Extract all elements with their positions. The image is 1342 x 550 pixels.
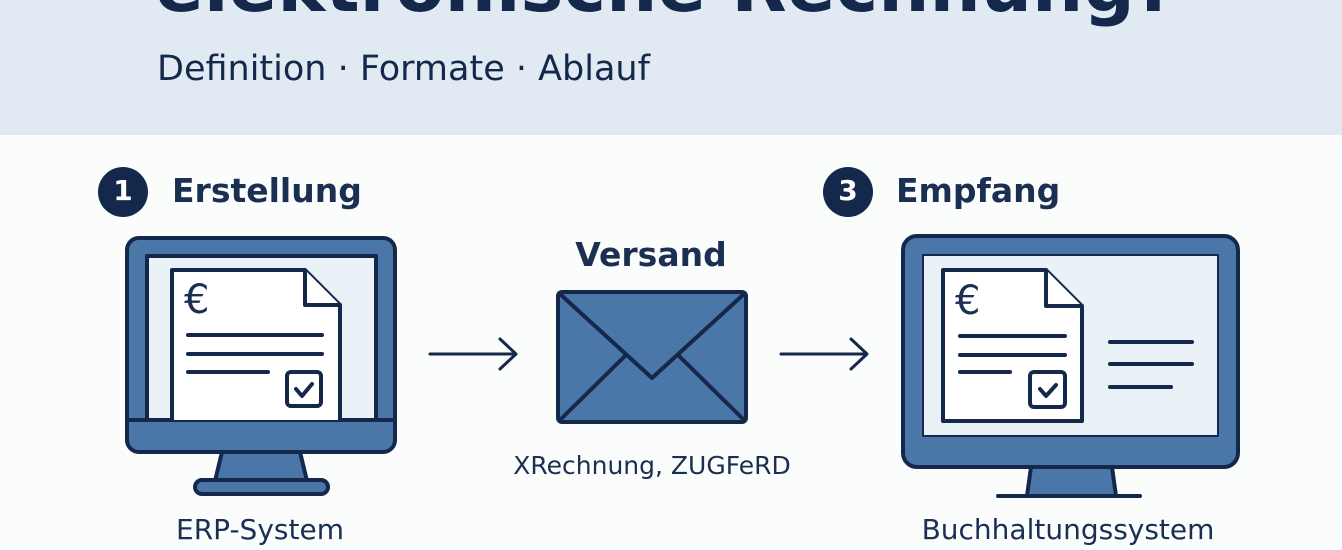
step-1-badge <box>98 167 148 217</box>
arrow-right-icon <box>428 337 518 371</box>
page-subtitle: Definition · Formate · Ablauf <box>157 49 650 89</box>
step-1-title: Erstellung <box>172 171 362 210</box>
arrow-right-icon <box>779 337 869 371</box>
step-1-number: 1 <box>113 174 133 207</box>
header-band <box>0 0 1342 135</box>
step-1-caption: ERP-System <box>176 513 344 546</box>
invoice-document-icon <box>941 268 1084 423</box>
euro-icon: € <box>955 278 981 324</box>
envelope-icon <box>556 290 748 424</box>
step-3-caption: Buchhaltungssystem <box>921 513 1215 546</box>
checkbox-checked-icon <box>1028 370 1067 409</box>
checkbox-checked-icon <box>285 370 323 408</box>
step-2-title: Versand <box>575 235 727 274</box>
step-3-title: Empfang <box>896 171 1061 210</box>
step-3-number: 3 <box>838 174 858 207</box>
text-lines-icon <box>1108 340 1194 389</box>
euro-icon: € <box>184 277 210 323</box>
step-2-caption: XRechnung, ZUGFeRD <box>513 451 791 480</box>
page-title: elektronische Rechnung? <box>155 0 1177 22</box>
step-3-badge <box>823 167 873 217</box>
invoice-document-icon <box>170 268 342 422</box>
